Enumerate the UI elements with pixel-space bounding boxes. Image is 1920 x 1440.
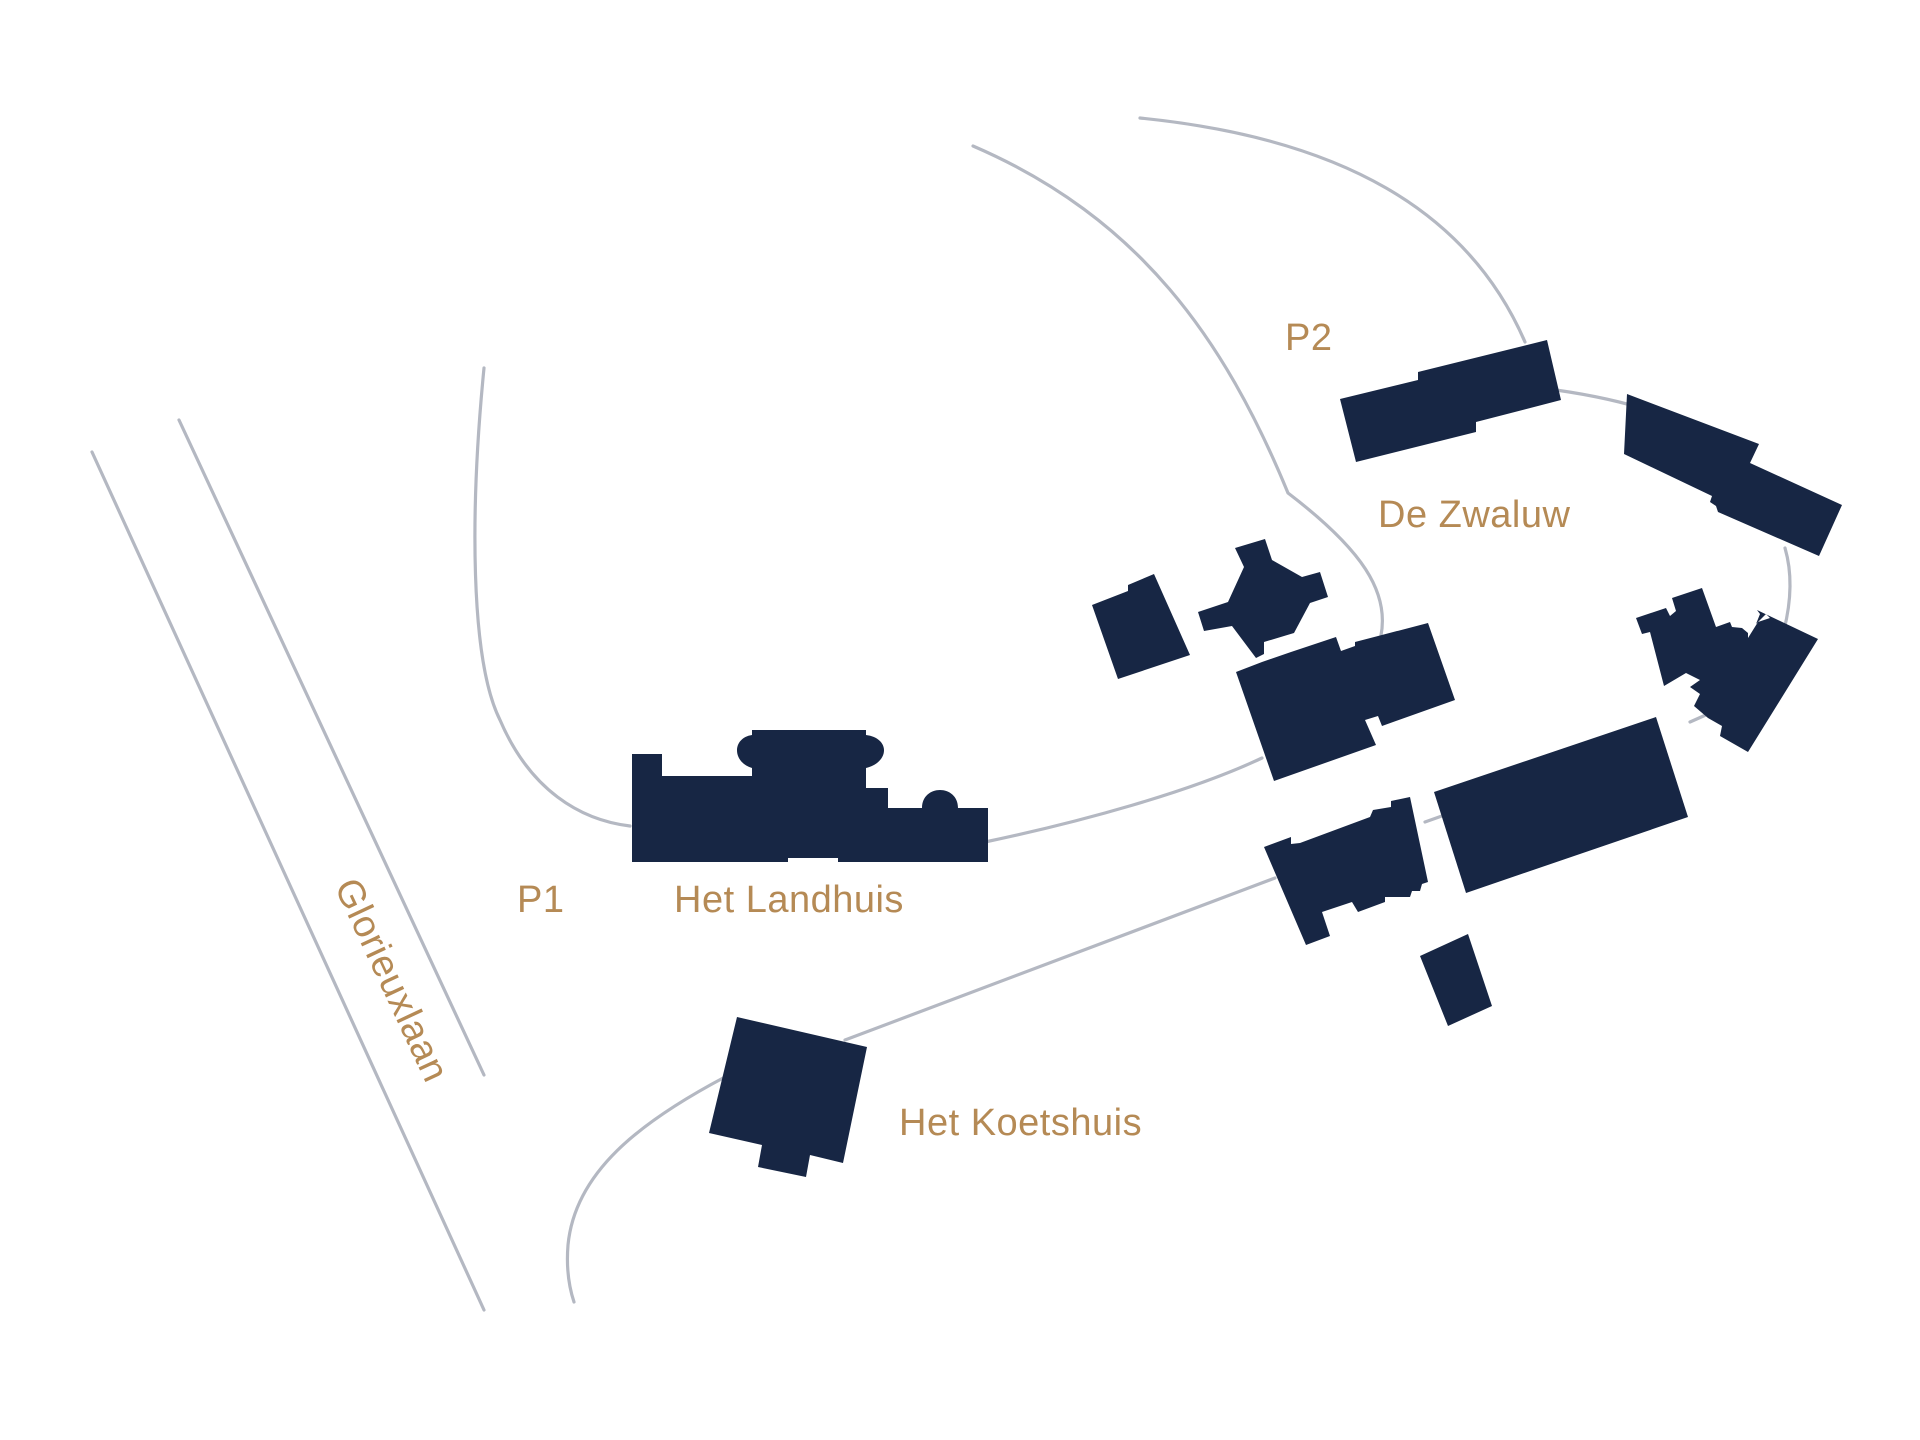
label-het-koetshuis: Het Koetshuis — [899, 1102, 1142, 1144]
building-cross — [1198, 539, 1328, 658]
path-koetshuis-main — [843, 876, 1277, 1042]
buildings — [632, 340, 1842, 1177]
building-central — [1236, 623, 1455, 781]
label-p1: P1 — [517, 879, 564, 921]
path-p2-top — [1138, 116, 1527, 344]
path-landhuis-east — [983, 756, 1264, 844]
label-het-landhuis: Het Landhuis — [674, 879, 904, 921]
label-glorieuxlaan: Glorieuxlaan — [326, 872, 457, 1089]
building-far-east — [1636, 588, 1818, 752]
label-de-zwaluw: De Zwaluw — [1378, 494, 1570, 536]
roads — [90, 116, 1792, 1312]
building-small-south — [1420, 934, 1492, 1026]
building-landhuis — [632, 730, 988, 862]
path-north-curve — [971, 144, 1385, 642]
label-p2: P2 — [1285, 317, 1332, 359]
building-large-east — [1434, 717, 1688, 893]
building-zwaluw-north — [1340, 340, 1561, 462]
path-far-east — [1782, 546, 1792, 632]
building-small-west — [1092, 574, 1190, 679]
path-p1-landhuis — [473, 366, 632, 828]
street-line-right — [177, 418, 486, 1077]
building-zwaluw-east — [1624, 394, 1842, 556]
street-line-left — [90, 450, 486, 1312]
building-south-left — [1264, 797, 1428, 945]
building-koetshuis — [709, 1017, 867, 1177]
path-south-loop — [565, 1075, 727, 1304]
